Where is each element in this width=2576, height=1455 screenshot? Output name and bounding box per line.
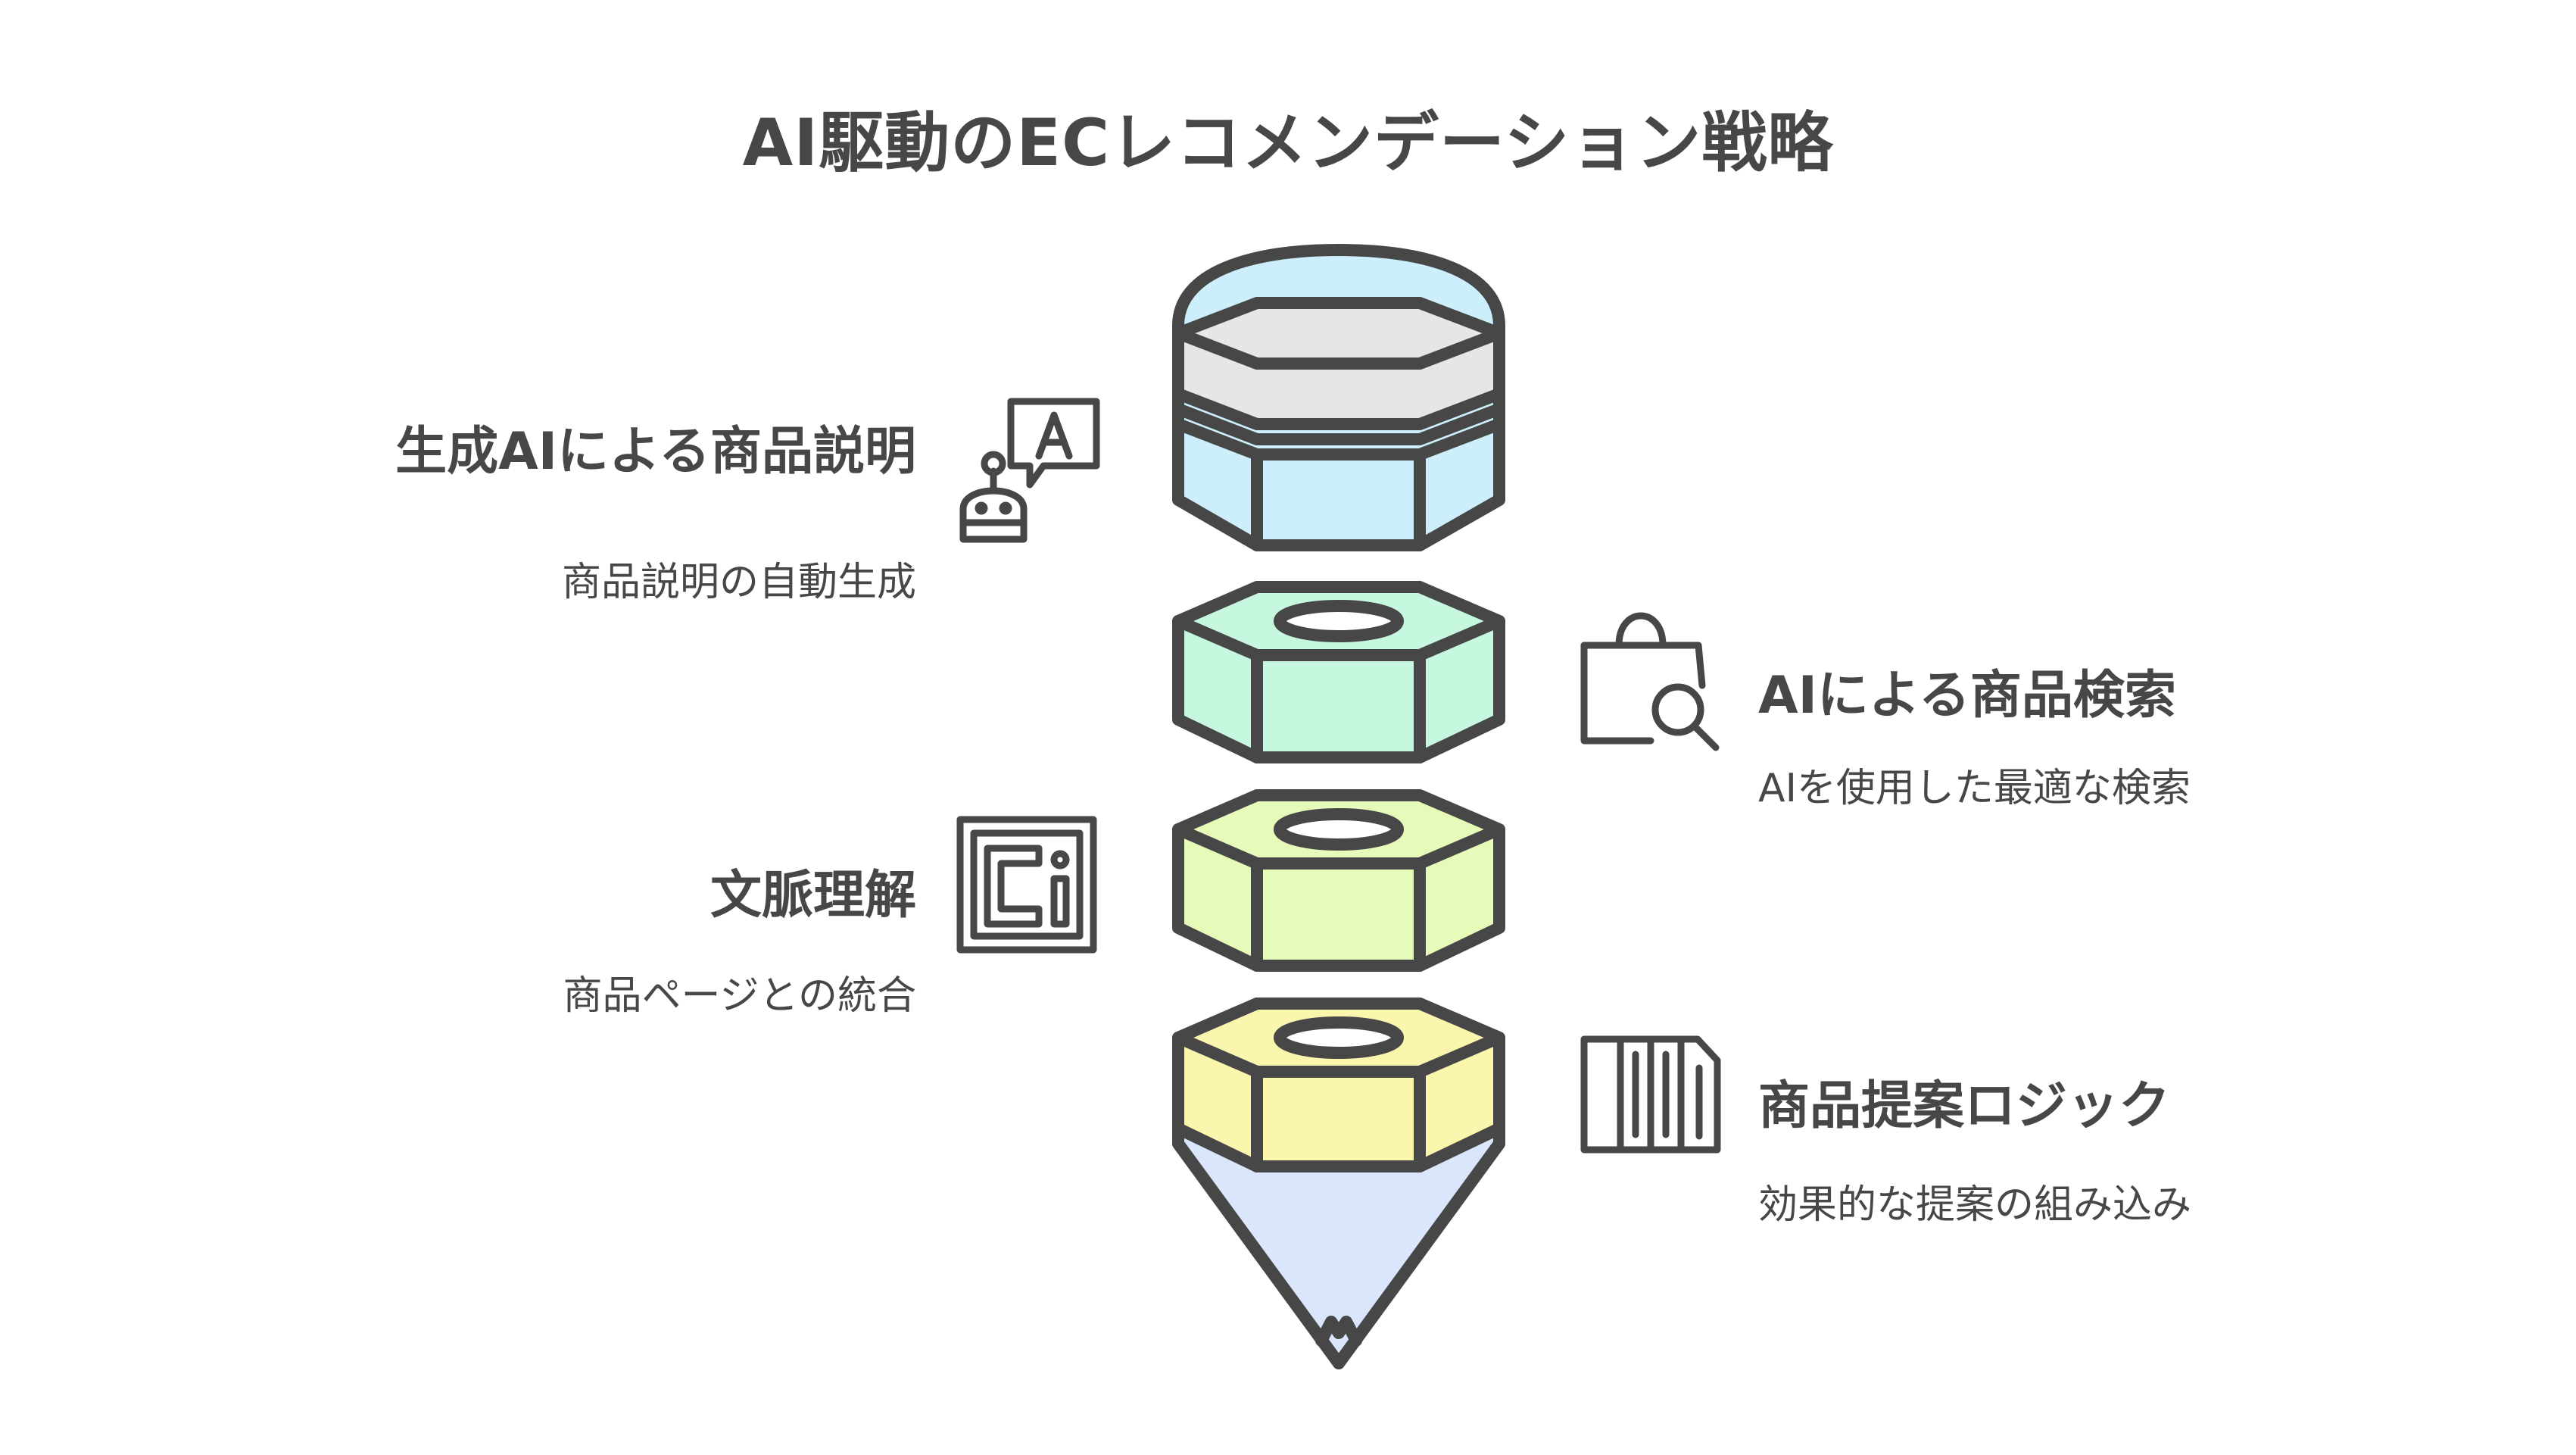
- segment-4-tip: [1172, 998, 1505, 1369]
- item-4-heading: 商品提案ロジック: [1758, 1076, 2171, 1136]
- segment-2: [1172, 581, 1505, 763]
- item-3-description: 商品ページとの統合: [563, 973, 916, 1019]
- segment-3: [1172, 789, 1505, 972]
- diagram-title: AI駆動のECレコメンデーション戦略: [742, 105, 1834, 181]
- item-1-heading: 生成AIによる商品説明: [395, 422, 916, 482]
- shopping-bag-search-icon: [1580, 612, 1720, 751]
- item-2-description: AIを使用した最適な検索: [1758, 766, 2191, 811]
- ci-chip-icon: [956, 816, 1097, 954]
- robot-chat-icon: [959, 398, 1100, 543]
- item-3-heading: 文脈理解: [709, 866, 916, 926]
- item-2-heading: AIによる商品検索: [1758, 666, 2176, 726]
- segment-cap: [1172, 244, 1505, 551]
- item-4-description: 効果的な提案の組み込み: [1758, 1182, 2192, 1228]
- book-spines-icon: [1580, 1035, 1721, 1154]
- item-1-description: 商品説明の自動生成: [561, 560, 916, 605]
